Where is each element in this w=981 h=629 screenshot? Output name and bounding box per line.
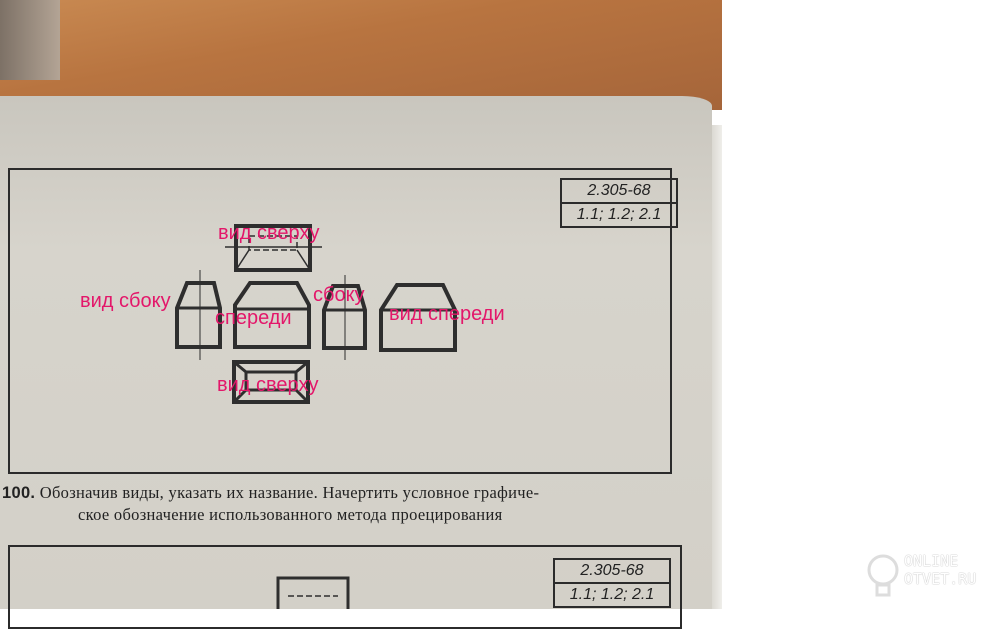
watermark-logo: ONLINE OTVET.RU	[866, 552, 977, 597]
stamp-standard: 2.305-68	[580, 562, 644, 579]
label-top-view-2: вид сверху	[217, 374, 319, 396]
label-front-view-2: вид спереди	[389, 303, 505, 325]
bottom-drawing-partial	[276, 576, 350, 609]
projection-drawings	[175, 224, 457, 404]
label-front-1: спереди	[215, 307, 292, 329]
top-view-rect-2	[232, 360, 310, 404]
figure-frame-top	[8, 168, 672, 474]
task-line-2: ское обозначение использованного метода …	[78, 505, 503, 524]
task-line-1: Обозначив виды, указать их название. Нач…	[39, 483, 540, 502]
watermark-line-1: ONLINE	[904, 552, 959, 570]
stamp-standard: 2.305-68	[587, 182, 651, 199]
standard-stamp-bottom: 2.305-68 1.1; 1.2; 2.1	[553, 558, 671, 608]
watermark-line-2: OTVET.RU	[904, 570, 977, 588]
label-top-view-1: вид сверху	[218, 222, 320, 244]
label-side-2: сбоку	[313, 284, 365, 306]
top-view-rect-1	[234, 224, 312, 272]
standard-stamp-top: 2.305-68 1.1; 1.2; 2.1	[560, 178, 678, 228]
task-text: 100. Обозначив виды, указать их название…	[2, 482, 539, 526]
stamp-clauses: 1.1; 1.2; 2.1	[555, 582, 669, 606]
task-number: 100.	[2, 484, 36, 502]
label-side-view-1: вид сбоку	[80, 290, 171, 312]
stamp-clauses: 1.1; 1.2; 2.1	[562, 202, 676, 226]
table-edge	[0, 0, 60, 80]
lightbulb-icon	[867, 554, 899, 597]
front-view-1	[233, 281, 311, 349]
textbook-page	[0, 96, 712, 609]
wooden-table-background	[0, 0, 722, 110]
